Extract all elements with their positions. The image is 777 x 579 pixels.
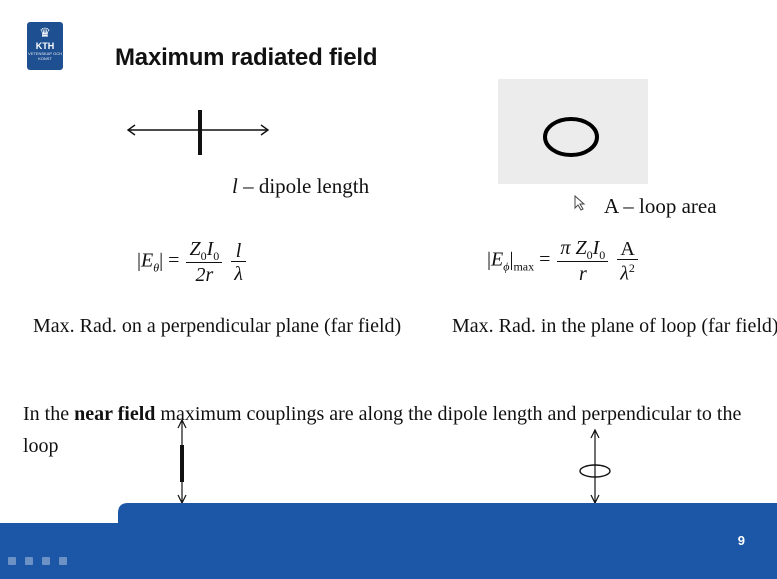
pen-icon[interactable] — [25, 557, 33, 565]
dipole-caption: Max. Rad. on a perpendicular plane (far … — [33, 315, 402, 337]
dipole-diagram — [126, 110, 270, 155]
near-field-text: In the near field maximum couplings are … — [23, 403, 742, 457]
crown-icon: ♛ — [39, 25, 51, 40]
loop-caption: Max. Rad. in the plane of loop (far fiel… — [452, 315, 777, 337]
slides-icon[interactable] — [42, 557, 50, 565]
loop-diagram — [498, 79, 648, 184]
loop-area-label: A – loop area — [604, 194, 717, 218]
kth-logo: ♛ KTH VETENSKAP OCH KONST — [27, 22, 63, 70]
zoom-icon[interactable] — [59, 557, 67, 565]
loop-near-field-element — [579, 464, 611, 478]
dipole-length-label: l – dipole length — [232, 174, 370, 198]
loop-element — [543, 117, 599, 157]
dipole-field-formula: |Eθ| = Z0I0 2r l λ — [137, 239, 248, 285]
footer-band — [0, 503, 777, 579]
mouse-cursor-icon — [574, 195, 586, 211]
logo-motto: VETENSKAP OCH KONST — [28, 51, 62, 61]
near-field-emphasis: near field — [74, 403, 156, 425]
slide-toolbar — [8, 557, 67, 565]
loop-near-field-arrow — [590, 428, 600, 505]
logo-name: KTH — [35, 41, 55, 51]
previous-icon[interactable] — [8, 557, 16, 565]
slide-title: Maximum radiated field — [115, 44, 378, 71]
page-number: 9 — [737, 533, 745, 548]
loop-field-formula: |Eϕ|max = π Z0I0 r A λ2 — [487, 238, 640, 284]
